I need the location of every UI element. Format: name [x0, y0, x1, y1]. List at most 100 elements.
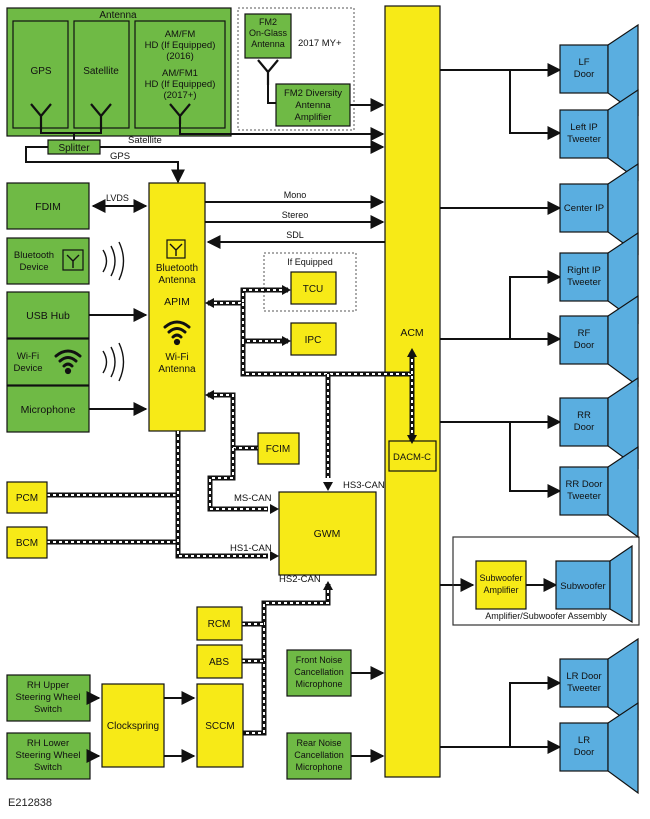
fcim-label: FCIM: [266, 444, 290, 455]
rh-upper-label-3: Switch: [34, 704, 62, 715]
apim-module: [148, 182, 206, 432]
apim-wifi-antenna-label-2: Antenna: [158, 364, 196, 375]
model-year-label: 2017 MY+: [298, 38, 342, 49]
gps-signal-label: GPS: [110, 151, 130, 162]
antenna-icon: [257, 59, 279, 85]
tcu-label: TCU: [303, 284, 324, 295]
lf-door-label-1: LF: [578, 57, 589, 68]
fm2-amp-label-3: Amplifier: [295, 112, 332, 123]
amp-sub-assembly-frame: [452, 536, 640, 626]
fm2-amp-label-1: FM2 Diversity: [284, 88, 342, 99]
amfm-label-1: AM/FM: [165, 29, 196, 40]
sccm-label: SCCM: [205, 721, 234, 732]
sub-amp-label-2: Amplifier: [483, 585, 518, 595]
satellite-signal-label: Satellite: [128, 135, 162, 146]
right-ip-label-2: Tweeter: [567, 277, 601, 288]
bcm-label: BCM: [16, 538, 38, 549]
rh-lower-label-3: Switch: [34, 762, 62, 773]
bt-device-label-1: Bluetooth: [14, 250, 54, 261]
sdl-label: SDL: [286, 230, 304, 240]
microphone-module: Microphone: [6, 385, 90, 433]
wifi-device-label-2: Device: [13, 363, 42, 374]
sccm-module: [196, 683, 244, 768]
rr-door-label-1: RR: [577, 410, 591, 421]
rr-tweeter-label-1: RR Door: [566, 479, 603, 490]
gwm-module: [278, 491, 377, 576]
steering-wiring: [86, 691, 196, 763]
lr-door-label-1: LR: [578, 735, 590, 746]
can-bus-wiring: [47, 287, 415, 736]
antenna-icon: [169, 103, 191, 124]
rear-noise-label-2: Cancellation: [294, 750, 344, 760]
ipc-module: [290, 322, 337, 356]
hs1-can-label: HS1-CAN: [230, 543, 272, 554]
speaker-icon: LR Door Tweeter: [559, 637, 639, 731]
fm2-diversity-amplifier: [275, 83, 351, 127]
acm-label: ACM: [400, 327, 423, 339]
bt-device-label-2: Device: [19, 262, 48, 273]
amp-sub-assembly-label: Amplifier/Subwoofer Assembly: [485, 611, 607, 621]
acm-output-wiring: [440, 63, 562, 754]
amfm1-label-2: HD (If Equipped): [145, 79, 216, 90]
wifi-device-label-1: Wi-Fi: [17, 351, 39, 362]
antenna-wiring: [25, 124, 385, 184]
lf-door-label-2: Door: [574, 69, 595, 80]
fm2-label-1: FM2: [259, 17, 277, 27]
antenna-group-label: Antenna: [99, 10, 137, 21]
satellite-antenna-label: Satellite: [83, 66, 119, 77]
lr-tweeter-label-2: Tweeter: [567, 683, 601, 694]
apim-wifi-antenna-label-1: Wi-Fi: [165, 352, 188, 363]
fdim-module: FDIM: [6, 182, 90, 230]
lvds-label: LVDS: [106, 193, 129, 203]
clockspring-label: Clockspring: [107, 721, 159, 732]
wireless-waves-icon: [102, 241, 125, 281]
noise-mic-wiring: [351, 666, 385, 763]
abs-label: ABS: [209, 657, 229, 668]
clockspring-module: [101, 683, 165, 768]
abs-module: [196, 644, 243, 679]
lr-door-label-2: Door: [574, 747, 595, 758]
apim-bt-antenna-label-2: Antenna: [158, 275, 196, 286]
fm2-label-2: On-Glass: [249, 28, 288, 38]
antenna-icon: [30, 103, 52, 130]
speaker-icon: RR Door: [559, 376, 639, 470]
rh-upper-label-1: RH Upper: [27, 680, 69, 691]
subwoofer-label: Subwoofer: [560, 581, 605, 592]
mono-label: Mono: [284, 190, 307, 200]
bluetooth-antenna-icon: [62, 249, 84, 271]
fm2-on-glass-antenna: [244, 13, 292, 59]
pcm-module: [6, 481, 48, 514]
bluetooth-antenna-icon: [166, 239, 186, 259]
fm2-amp-label-2: Antenna: [295, 100, 331, 111]
rh-lower-label-2: Steering Wheel: [16, 750, 81, 761]
speaker-icon: LR Door: [559, 701, 639, 795]
speaker-icon: LF Door: [559, 23, 639, 117]
left-ip-label-1: Left IP: [570, 122, 597, 133]
front-noise-label-2: Cancellation: [294, 667, 344, 677]
pcm-label: PCM: [16, 493, 38, 504]
fm2-dotted-group: [237, 7, 355, 131]
speaker-icon: Right IP Tweeter: [559, 231, 639, 325]
lr-tweeter-label-1: LR Door: [566, 671, 601, 682]
antenna-icon: [90, 103, 112, 130]
wifi-icon: [163, 320, 191, 346]
dacm-c-label: DACM-C: [393, 452, 431, 463]
rf-door-label-2: Door: [574, 340, 595, 351]
usb-hub-label: USB Hub: [26, 310, 70, 322]
hs3-can-label: HS3-CAN: [343, 480, 385, 491]
rh-upper-label-2: Steering Wheel: [16, 692, 81, 703]
speaker-icon: Subwoofer: [555, 544, 633, 624]
amfm1-label-3: (2017+): [163, 90, 196, 101]
usb-hub-module: USB Hub: [6, 291, 90, 339]
left-ip-label-2: Tweeter: [567, 134, 601, 145]
figure-id: E212838: [8, 797, 53, 809]
front-noise-mic: [286, 649, 352, 697]
left-module-wiring: [89, 199, 148, 416]
speaker-icon: Center IP: [559, 162, 639, 256]
right-ip-label-1: Right IP: [567, 265, 601, 276]
stereo-label: Stereo: [282, 210, 309, 220]
bluetooth-device-module: Bluetooth Device: [6, 237, 90, 285]
splitter-label: Splitter: [58, 143, 90, 154]
speaker-icon: RR Door Tweeter: [559, 445, 639, 539]
